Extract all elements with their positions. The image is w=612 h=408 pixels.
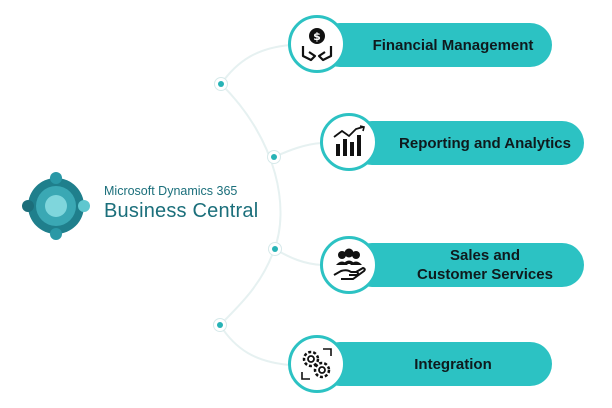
feature-pill-integration: Integration [318,342,552,386]
branch-line-4 [219,324,291,366]
branch-line-2 [273,142,323,158]
feature-icon-badge [288,335,346,393]
brand-product-line: Microsoft Dynamics 365 [104,184,238,198]
feature-label-line: Sales and [449,247,521,264]
feature-label-line: Integration [414,355,492,373]
feature-pill-sales-customer-services: Sales and Customer Services [350,243,584,287]
feature-pill-financial-management: Financial Management [318,23,552,67]
customer-hand-icon [333,248,366,280]
feature-icon-badge [320,113,378,171]
brand-product-name: Business Central [104,200,259,222]
feature-label: Sales and Customer Services [417,246,553,284]
brand-block: Microsoft Dynamics 365 Business Central [104,184,258,223]
feature-label-line: Reporting and Analytics [399,134,571,152]
feature-icon-badge: $ [288,15,346,73]
branch-line-1 [220,44,291,85]
branch-line-3 [274,248,323,266]
main-arc [219,83,282,326]
feature-label-line: Financial Management [372,36,534,54]
timeline-dot-1 [214,77,228,91]
svg-text:$: $ [313,30,321,43]
timeline-dot-4 [213,318,227,332]
feature-icon-badge [320,236,378,294]
feature-label: Reporting and Analytics [399,134,571,153]
feature-label: Integration [414,355,492,374]
feature-label-line: Customer Services [417,266,553,283]
gears-sync-icon [301,348,332,380]
feature-label: Financial Management [373,36,534,55]
business-central-logo-icon [22,172,90,240]
hands-dollar-icon: $ [301,28,333,62]
timeline-dot-3 [268,242,282,256]
timeline-dot-2 [267,150,281,164]
feature-pill-reporting-analytics: Reporting and Analytics [350,121,584,165]
bar-chart-trend-icon [333,125,365,156]
